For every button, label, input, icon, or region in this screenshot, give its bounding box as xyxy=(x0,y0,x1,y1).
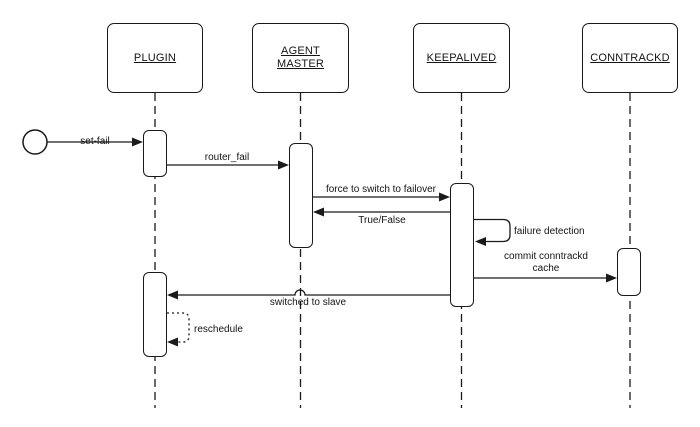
message-label-set-fail: set-fail xyxy=(80,136,110,147)
message-label-failure-detection: failure detection xyxy=(514,226,585,237)
message-label-commit-cache: commit conntrackd cache xyxy=(504,251,588,274)
activation-agent-master xyxy=(289,143,313,248)
activation-plugin-1 xyxy=(143,130,167,177)
activation-plugin-2 xyxy=(143,272,167,357)
arrowhead-commit-cache xyxy=(606,273,617,283)
initial-node-circle xyxy=(22,129,48,155)
message-line-switched-to-slave xyxy=(178,289,450,296)
message-label-reschedule: reschedule xyxy=(194,324,243,335)
arrowhead-force-switch xyxy=(439,192,450,202)
participant-label-agent: AGENT xyxy=(281,45,320,57)
participant-label-keepalived: KEEPALIVED xyxy=(426,51,497,64)
participant-label-conntrackd: CONNTRACKD xyxy=(590,51,670,64)
participant-label-plugin: PLUGIN xyxy=(133,51,177,64)
message-label-true-false: True/False xyxy=(358,215,406,226)
message-label-router-fail: router_fail xyxy=(204,152,250,163)
arrowhead-reschedule xyxy=(167,337,178,347)
arrowhead-router-fail xyxy=(278,160,289,170)
participant-label-master: MASTER xyxy=(276,58,325,70)
activation-keepalived xyxy=(450,183,474,307)
arrowhead-failure-detection xyxy=(475,237,486,246)
participant-box-conntrackd: CONNTRACKD xyxy=(582,23,678,93)
arrowhead-set-fail xyxy=(132,137,143,147)
arrowhead-switched-to-slave xyxy=(167,290,178,300)
participant-box-keepalived: KEEPALIVED xyxy=(413,23,510,93)
participant-box-agent-master: AGENT MASTER xyxy=(252,23,349,93)
activation-conntrackd xyxy=(617,248,641,296)
message-label-force-switch: force to switch to failover xyxy=(325,184,437,195)
arrowhead-true-false xyxy=(313,207,324,217)
participant-box-plugin: PLUGIN xyxy=(107,23,203,93)
message-line-failure-detection xyxy=(474,218,511,243)
message-label-switched-to-slave: switched to slave xyxy=(269,297,347,308)
